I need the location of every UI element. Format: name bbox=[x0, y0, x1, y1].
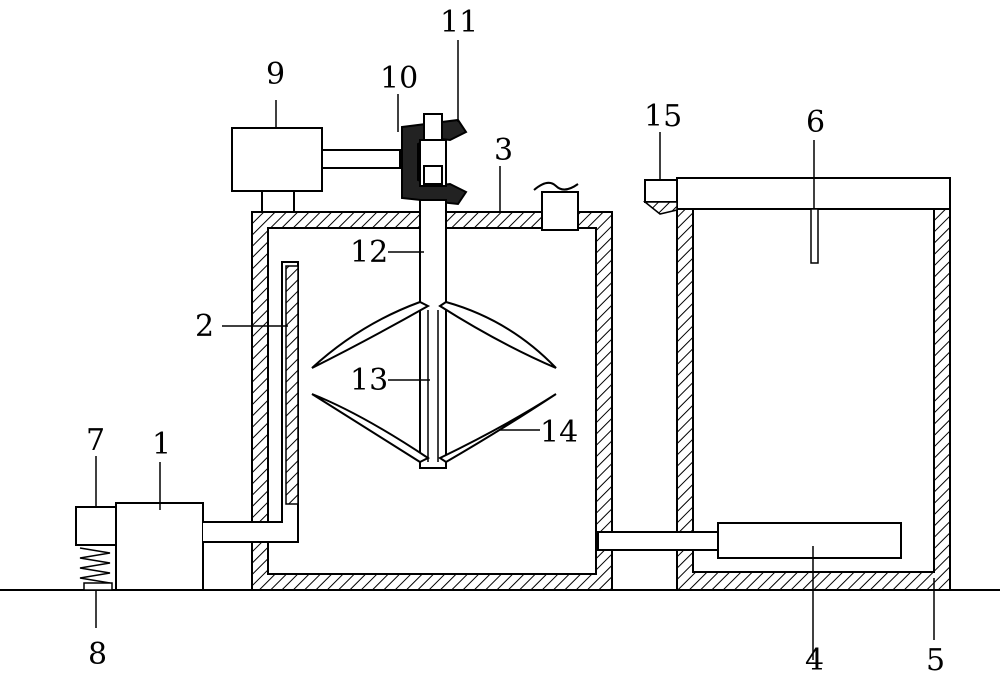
label-12: 12 bbox=[350, 235, 388, 270]
label-13: 13 bbox=[350, 363, 388, 398]
label-8: 8 bbox=[88, 637, 107, 672]
label-10: 10 bbox=[380, 61, 418, 96]
outlet-pipe bbox=[597, 522, 902, 559]
label-15: 15 bbox=[644, 99, 682, 134]
motor-gear-assembly bbox=[231, 113, 468, 213]
label-11: 11 bbox=[440, 5, 478, 40]
label-14: 14 bbox=[540, 415, 578, 450]
label-3: 3 bbox=[494, 133, 513, 168]
pump-assembly bbox=[75, 261, 299, 591]
label-6: 6 bbox=[806, 105, 825, 140]
label-5: 5 bbox=[926, 643, 945, 677]
label-7: 7 bbox=[86, 423, 105, 458]
callout-labels: 1 2 3 4 5 6 7 8 9 10 11 12 13 14 15 bbox=[86, 5, 945, 677]
label-1: 1 bbox=[152, 427, 171, 462]
leader-lines bbox=[95, 40, 935, 660]
label-4: 4 bbox=[805, 643, 824, 677]
label-9: 9 bbox=[266, 57, 285, 92]
label-2: 2 bbox=[195, 309, 214, 344]
stirrer-assembly bbox=[311, 199, 557, 469]
mixing-tank bbox=[251, 181, 613, 591]
